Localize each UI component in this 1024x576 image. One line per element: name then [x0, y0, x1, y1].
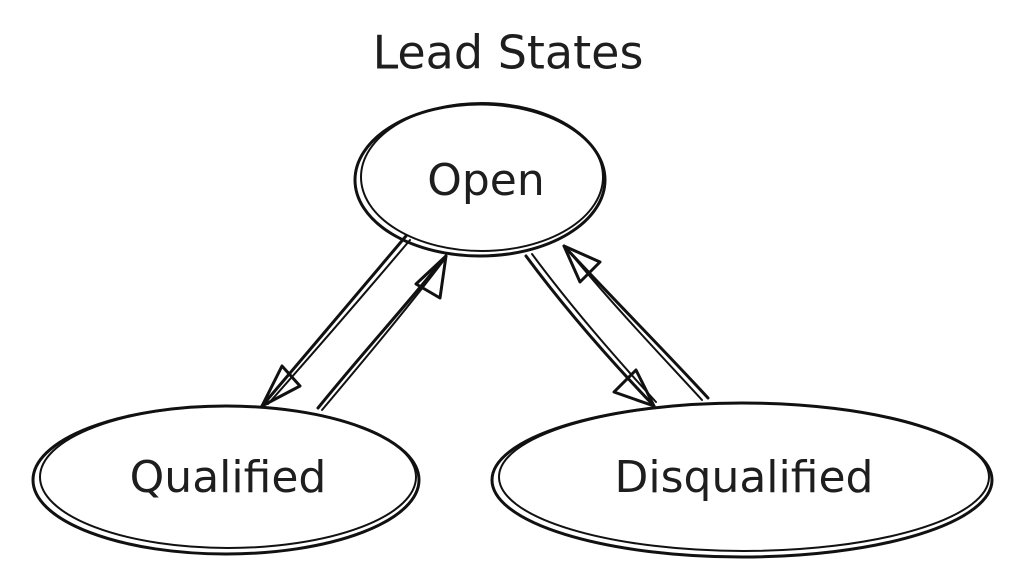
edge-qualified-to-open-line	[316, 254, 448, 410]
edge-disqualified-to-open-line	[562, 244, 710, 400]
edge-open-to-disqualified-arrowhead	[612, 368, 656, 408]
edge-qualified-to-open	[316, 254, 448, 411]
edge-disqualified-to-open	[562, 244, 710, 401]
edge-disqualified-to-open-arrowhead	[562, 244, 602, 284]
node-qualified-outline-sketch	[39, 405, 417, 549]
node-qualified: Qualified	[31, 404, 421, 556]
diagram-title: Lead States	[373, 26, 644, 80]
node-qualified-label: Qualified	[130, 452, 327, 503]
edge-open-to-disqualified-line	[524, 254, 656, 408]
edge-open-to-qualified-line-sketch	[267, 239, 411, 405]
edge-open-to-qualified-arrowhead	[260, 364, 302, 408]
node-disqualified: Disqualified	[490, 401, 994, 559]
node-open-label: Open	[427, 155, 545, 206]
node-disqualified-label: Disqualified	[615, 452, 874, 503]
node-open-outline-sketch	[360, 102, 604, 252]
edge-open-to-disqualified-line-sketch	[531, 253, 657, 403]
node-disqualified-outline-sketch	[498, 402, 990, 552]
edge-qualified-to-open-arrowhead	[414, 254, 448, 300]
edge-disqualified-to-open-line-sketch	[567, 249, 703, 401]
edge-open-to-disqualified	[524, 253, 657, 408]
edge-open-to-qualified	[260, 234, 411, 408]
edge-qualified-to-open-line-sketch	[321, 259, 445, 411]
edge-open-to-qualified-line	[260, 234, 408, 408]
node-open: Open	[353, 102, 607, 258]
